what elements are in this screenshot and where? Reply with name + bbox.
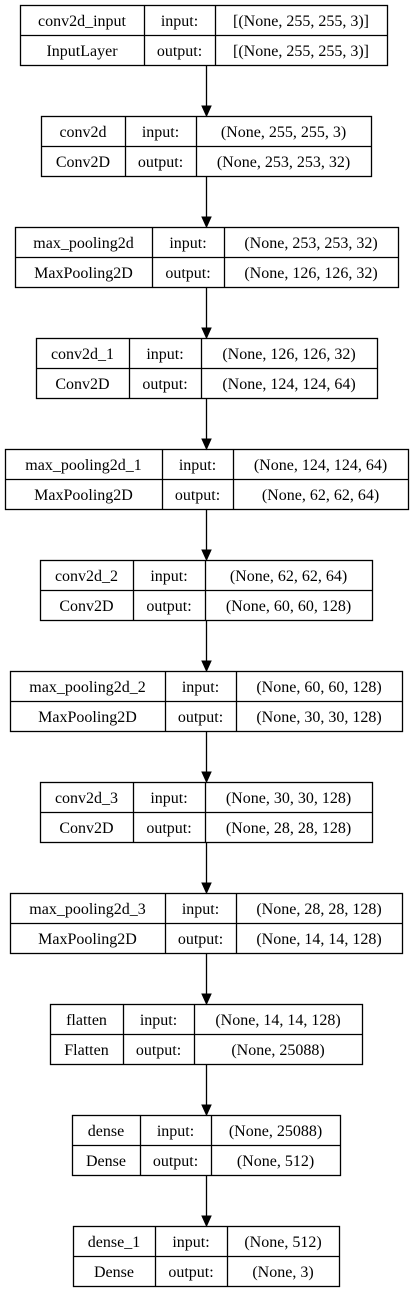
input-shape: (None, 253, 253, 32) [244,235,377,252]
layer-node-max_pooling2d_1: max_pooling2d_1 input: (None, 124, 124, 64… [4,448,410,511]
output-label: output: [168,1264,213,1281]
flow-arrow [201,1065,212,1117]
input-label: input: [179,457,216,474]
output-shape: (None, 62, 62, 64) [262,487,379,504]
layer-type: Conv2D [56,154,110,171]
layer-name: dense_1 [88,1234,140,1251]
output-label: output: [146,820,191,837]
input-label: input: [146,346,183,363]
input-label: input: [161,13,198,30]
layer-type: Conv2D [59,820,113,837]
layer-name: max_pooling2d_3 [29,901,145,918]
output-shape: (None, 14, 14, 128) [256,931,381,948]
output-label: output: [175,487,220,504]
flow-arrow [201,510,212,562]
layer-node-conv2d: conv2d input: (None, 255, 255, 3) Conv2D out… [40,115,373,178]
input-shape: (None, 124, 124, 64) [254,457,387,474]
layer-name: flatten [66,1012,107,1029]
output-shape: (None, 124, 124, 64) [222,376,355,393]
layer-node-conv2d_2: conv2d_2 input: (None, 62, 62, 64) Conv2D ou… [39,559,374,622]
input-shape: (None, 255, 255, 3) [221,124,346,141]
output-label: output: [178,931,223,948]
input-shape: (None, 28, 28, 128) [256,901,381,918]
flow-arrow [201,66,212,118]
flow-arrow [201,288,212,340]
layer-name: conv2d_3 [55,790,118,807]
layer-name: conv2d_input [38,13,127,30]
layer-name: conv2d_2 [55,568,118,585]
layer-node-dense: dense input: (None, 25088) Dense output: (Non… [71,1114,342,1177]
layer-node-conv2d_3: conv2d_3 input: (None, 30, 30, 128) Conv2D o… [39,781,374,844]
input-label: input: [142,124,179,141]
flow-arrow [201,843,212,895]
layer-node-conv2d_input: conv2d_input input: [(None, 255, 255, 3)] I… [19,4,389,67]
flow-arrow [201,177,212,229]
layer-node-flatten: flatten input: (None, 14, 14, 128) Flatten o… [49,1003,364,1066]
output-label: output: [146,598,191,615]
input-shape: (None, 25088) [229,1123,322,1140]
layer-type: Flatten [64,1042,108,1059]
layer-type: MaxPooling2D [34,265,133,282]
output-shape: (None, 253, 253, 32) [217,154,350,171]
layer-node-conv2d_1: conv2d_1 input: (None, 126, 126, 32) Conv2D… [35,337,379,400]
input-shape: [(None, 255, 255, 3)] [233,13,369,30]
layer-type: Dense [86,1153,126,1170]
input-label: input: [150,568,187,585]
layer-type: MaxPooling2D [38,709,137,726]
flow-arrow [201,732,212,784]
layer-type: MaxPooling2D [38,931,137,948]
layer-name: conv2d [59,124,106,141]
flow-arrow [201,1176,212,1228]
output-shape: (None, 25088) [231,1042,324,1059]
flow-arrow [201,954,212,1006]
output-shape: (None, 30, 30, 128) [256,709,381,726]
layer-name: conv2d_1 [51,346,114,363]
layer-node-dense_1: dense_1 input: (None, 512) Dense output: (Non… [72,1225,341,1288]
layer-name: max_pooling2d_2 [29,679,145,696]
output-label: output: [165,265,210,282]
input-label: input: [182,901,219,918]
layer-type: MaxPooling2D [34,487,133,504]
output-label: output: [153,1153,198,1170]
input-shape: (None, 30, 30, 128) [226,790,351,807]
input-label: input: [172,1234,209,1251]
layer-type: Dense [94,1264,134,1281]
output-label: output: [178,709,223,726]
output-shape: (None, 3) [252,1264,313,1281]
flow-arrow [201,621,212,673]
layer-type: Conv2D [55,376,109,393]
output-shape: (None, 60, 60, 128) [226,598,351,615]
flow-arrow [201,399,212,451]
output-shape: (None, 126, 126, 32) [244,265,377,282]
input-shape: (None, 62, 62, 64) [230,568,347,585]
input-shape: (None, 60, 60, 128) [256,679,381,696]
output-shape: [(None, 255, 255, 3)] [233,43,369,60]
input-label: input: [157,1123,194,1140]
output-label: output: [138,154,183,171]
output-label: output: [136,1042,181,1059]
output-shape: (None, 28, 28, 128) [226,820,351,837]
layer-name: max_pooling2d_1 [25,457,141,474]
input-label: input: [140,1012,177,1029]
output-label: output: [142,376,187,393]
layer-node-max_pooling2d_2: max_pooling2d_2 input: (None, 60, 60, 128)… [9,670,404,733]
input-shape: (None, 512) [244,1234,321,1251]
layer-name: max_pooling2d [33,235,133,252]
layer-type: InputLayer [46,43,118,60]
layer-type: Conv2D [59,598,113,615]
input-shape: (None, 126, 126, 32) [222,346,355,363]
input-label: input: [169,235,206,252]
input-shape: (None, 14, 14, 128) [215,1012,340,1029]
layer-name: dense [88,1123,124,1140]
layer-node-max_pooling2d_3: max_pooling2d_3 input: (None, 28, 28, 128)… [9,892,404,955]
output-label: output: [157,43,202,60]
output-shape: (None, 512) [237,1153,314,1170]
input-label: input: [182,679,219,696]
layer-node-max_pooling2d: max_pooling2d input: (None, 253, 253, 32) M… [14,226,400,289]
input-label: input: [150,790,187,807]
